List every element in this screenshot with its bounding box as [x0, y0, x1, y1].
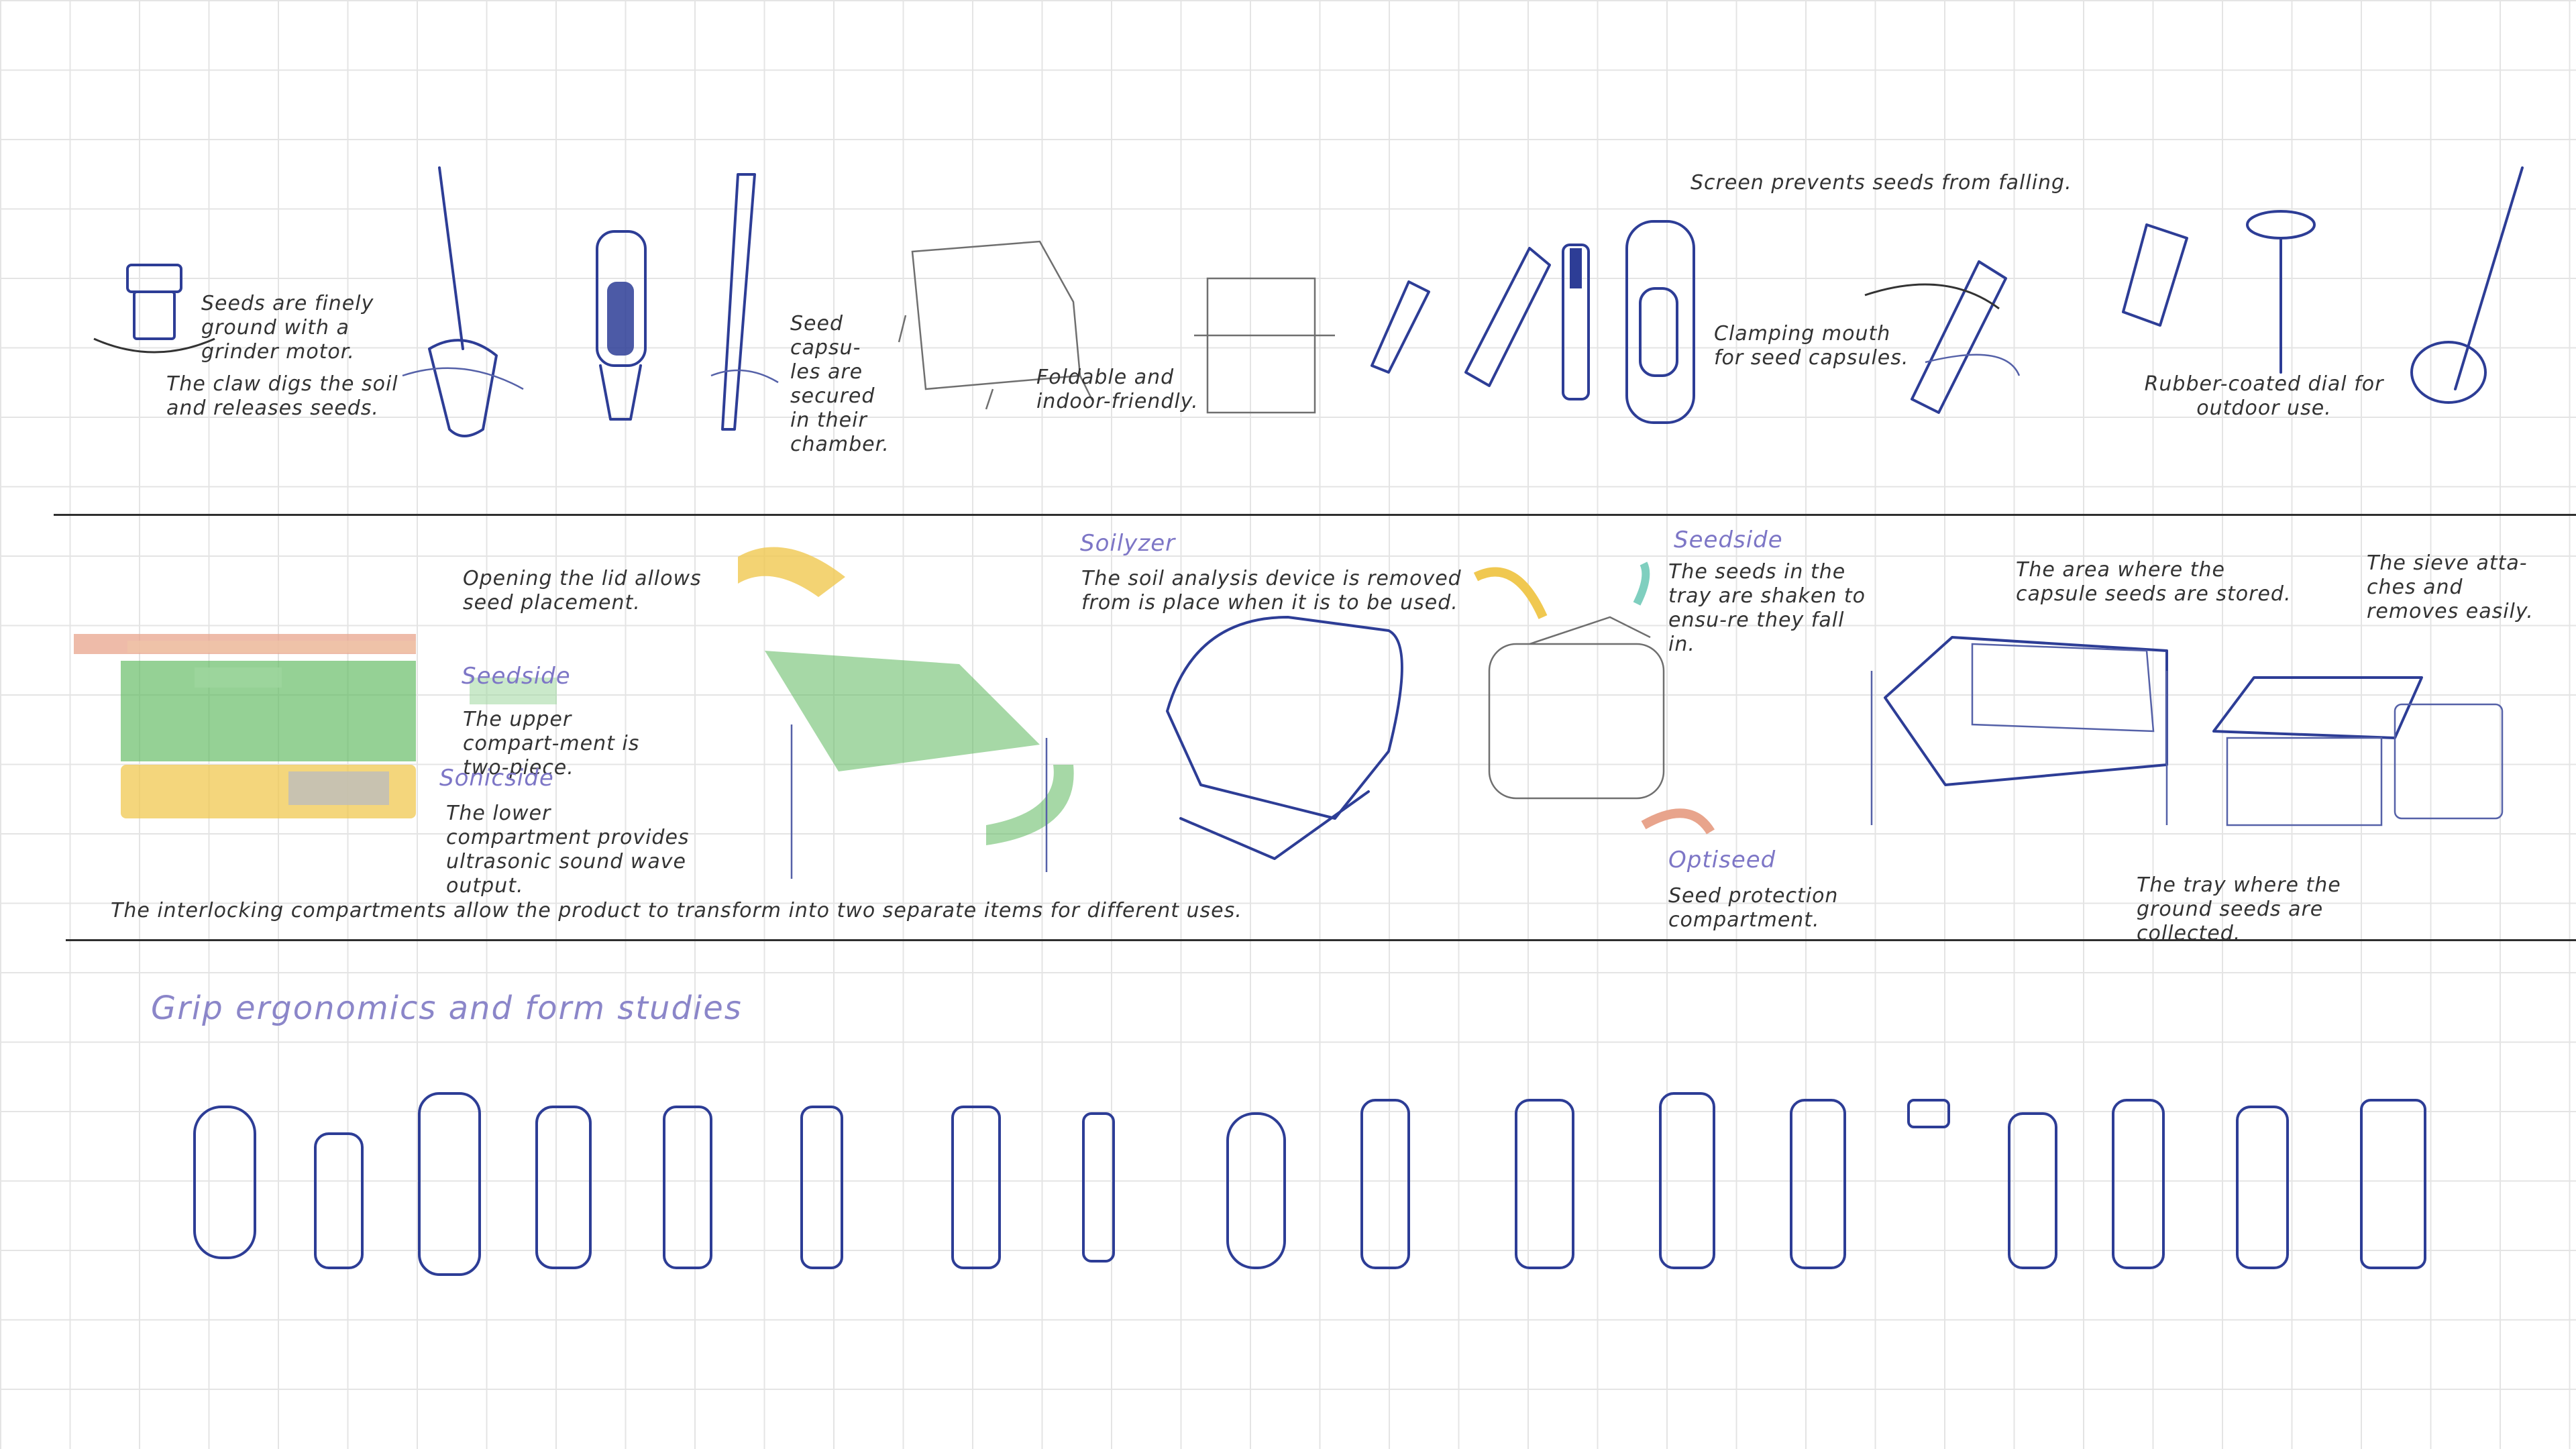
foldable-box-sketch: [898, 240, 1095, 410]
note-tray-ground: The tray where the ground seeds are coll…: [2137, 873, 2341, 945]
note-protection: Seed protection compartment.: [1668, 884, 1839, 932]
note-seeds-ground: Seeds are finely ground with a grinder m…: [201, 292, 374, 364]
note-claw: The claw digs the soil and releases seed…: [166, 372, 398, 420]
grinder-sketch: [93, 264, 215, 354]
compartment-block-sketch: [74, 634, 557, 818]
note-foldable: Foldable and indoor-friendly.: [1036, 366, 1199, 413]
note-area-capsule: The area where the capsule seeds are sto…: [2016, 558, 2292, 606]
sieve-tray-sketch: [2212, 676, 2504, 826]
secured-capsule-sketch: [710, 173, 779, 431]
divider-bottom: [66, 939, 2576, 941]
label-seedside-1: Seedside: [462, 663, 571, 690]
note-capsules-secured: Seed capsu-les are secured in their cham…: [790, 312, 890, 456]
note-clamping: Clamping mouth for seed capsules.: [1714, 322, 1909, 370]
label-soilyzer: Soilyzer: [1080, 530, 1176, 557]
note-lower: The lower compartment provides ultrasoni…: [446, 802, 690, 898]
pen-set-sketch: [1371, 220, 1695, 424]
grip-studies: [193, 1092, 2426, 1276]
soilyzer-sketch: [1166, 616, 1403, 860]
note-dial: Rubber-coated dial for outdoor use.: [2144, 372, 2384, 420]
note-sieve: The sieve atta-ches and removes easily.: [2367, 551, 2534, 623]
indoor-device-sketch: [1194, 277, 1335, 414]
note-soil-device: The soil analysis device is removed from…: [1081, 567, 1462, 614]
capsule-storage-sketch: [1870, 636, 2168, 825]
shake-device-sketch: [1473, 561, 1715, 835]
label-optiseed: Optiseed: [1668, 847, 1776, 873]
divider-top: [54, 514, 2576, 516]
label-seedside-2: Seedside: [1674, 527, 1783, 553]
label-sonicside: Sonicside: [439, 765, 554, 792]
note-interlocking: The interlocking compartments allow the …: [111, 899, 1242, 922]
dial-sketch: [2122, 166, 2524, 404]
note-screen: Screen prevents seeds from falling.: [1690, 171, 2072, 195]
rotating-pen-sketch: [1864, 260, 2021, 414]
capsule-handle-sketch: [596, 230, 647, 421]
claw-tool-sketch: [402, 166, 524, 437]
grip-heading: Grip ergonomics and form studies: [151, 989, 743, 1027]
green-tray-sketch: [738, 547, 1074, 879]
note-lid: Opening the lid allows seed placement.: [463, 567, 702, 614]
note-tray-shaken: The seeds in the tray are shaken to ensu…: [1668, 560, 1866, 656]
note-upper: The upper compart-ment is two-piece.: [463, 708, 640, 780]
